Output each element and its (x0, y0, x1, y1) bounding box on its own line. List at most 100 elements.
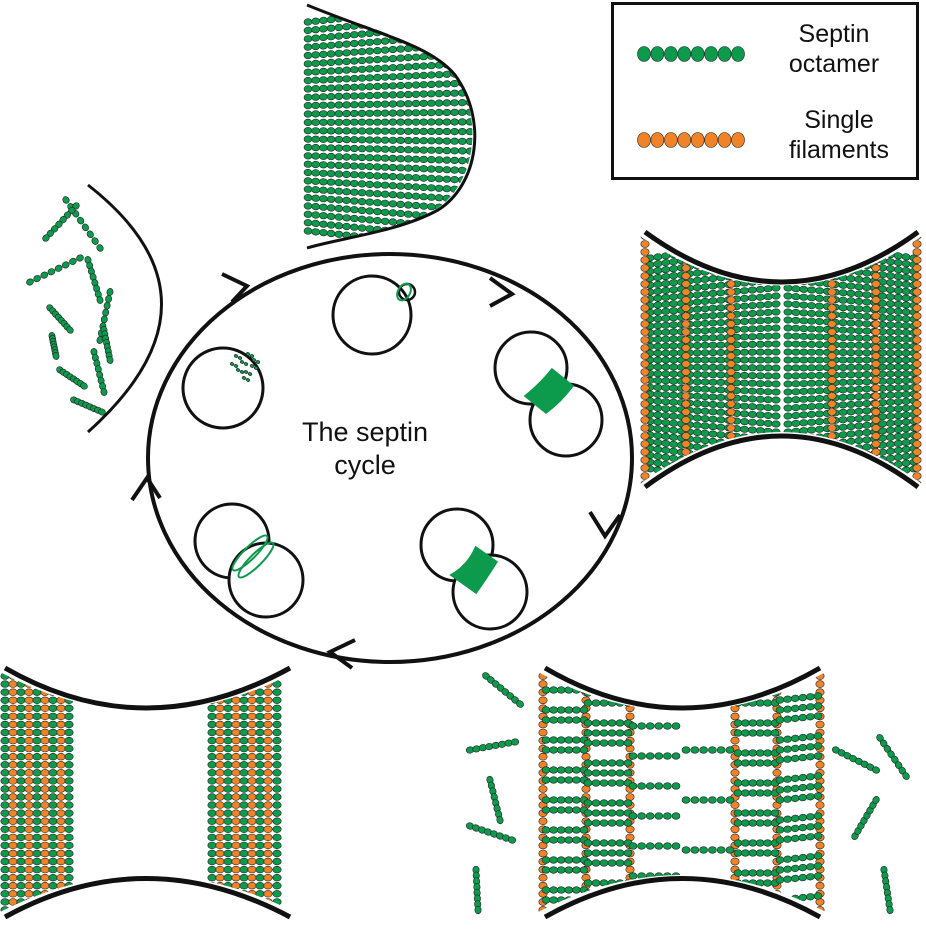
septin-subunit (623, 689, 633, 697)
septin-subunit (741, 749, 750, 757)
septin-subunit (669, 286, 679, 294)
septin-subunit (100, 388, 108, 396)
septin-subunit (827, 392, 837, 400)
septin-subunit (8, 688, 18, 696)
septin-subunit (380, 181, 390, 189)
septin-subunit (342, 188, 351, 196)
septin-subunit (64, 809, 74, 817)
septin-octamer (272, 672, 282, 912)
septin-subunit (640, 448, 650, 456)
septin-subunit (822, 257, 832, 265)
septin-subunit (56, 704, 66, 712)
septin-subunit (885, 419, 895, 427)
septin-subunit (893, 356, 903, 364)
septin-subunit (623, 729, 633, 737)
septin-subunit (684, 471, 694, 479)
septin-subunit (64, 672, 74, 680)
septin-subunit (40, 696, 50, 704)
septin-subunit (838, 408, 848, 416)
septin-subunit (871, 464, 881, 472)
septin-subunit (388, 73, 398, 81)
single-filament-swatch (637, 132, 745, 148)
septin-subunit (48, 841, 58, 850)
septin-subunit (342, 205, 351, 213)
septin-octamer (645, 236, 781, 262)
septin-subunit (599, 899, 609, 907)
septin-subunit (681, 408, 691, 416)
septin-subunit (8, 744, 18, 753)
septin-subunit (827, 256, 837, 264)
septin-subunit (912, 312, 922, 320)
septin-subunit (223, 769, 233, 777)
septin-octamer (775, 702, 823, 714)
septin-subunit (223, 728, 233, 737)
septin-subunit (419, 193, 428, 201)
septin-subunit (40, 753, 50, 761)
septin-subunit (661, 419, 671, 427)
septin-subunit (708, 896, 717, 904)
septin-subunit (380, 55, 390, 63)
septin-subunit (442, 23, 452, 31)
septin-subunit (641, 489, 649, 496)
septin-subunit (807, 364, 817, 372)
septin-subunit (862, 443, 872, 451)
septin-subunit (747, 387, 757, 395)
septin-subunit (846, 474, 856, 482)
septin-subunit (862, 334, 872, 342)
septin-subunit (724, 477, 734, 484)
septin-subunit (716, 401, 726, 409)
septin-subunit (755, 317, 765, 325)
septin-subunit (76, 254, 84, 262)
septin-subunit (806, 743, 815, 751)
septin-subunit (716, 296, 726, 304)
septin-subunit (716, 363, 726, 372)
septin-subunit (708, 378, 718, 386)
septin-subunit (465, 196, 473, 204)
septin-subunit (747, 325, 757, 333)
septin-subunit (661, 286, 671, 295)
septin-subunit (661, 314, 671, 322)
septin-subunit (771, 452, 781, 460)
septin-subunit (799, 403, 809, 411)
septin-subunit (771, 444, 781, 452)
septin-octamer (783, 236, 919, 262)
septin-subunit (40, 874, 50, 882)
septin-subunit (247, 712, 257, 721)
septin-subunit (838, 348, 848, 357)
septin-subunit (342, 66, 351, 74)
single-filament (24, 672, 34, 912)
septin-subunit (442, 99, 452, 107)
septin-subunit (419, 230, 428, 238)
septin-subunit (716, 251, 726, 259)
septin-subunit (700, 415, 710, 423)
septin-subunit (827, 376, 837, 384)
septin-subunit (48, 769, 58, 777)
septin-subunit (411, 34, 421, 43)
septin-subunit (442, 242, 452, 250)
septin-subunit (263, 785, 273, 793)
septin-subunit (16, 680, 26, 688)
septin-subunit (827, 456, 837, 464)
septin-subunit (0, 777, 10, 785)
septin-subunit (690, 746, 700, 754)
septin-subunit (799, 387, 809, 395)
septin-subunit (783, 452, 793, 460)
septin-subunit (791, 372, 801, 380)
septin-subunit (373, 38, 382, 46)
septin-subunit (708, 245, 718, 253)
septin-subunit (846, 319, 856, 327)
septin-subunit (699, 846, 708, 854)
septin-subunit (40, 728, 50, 737)
septin-subunit (775, 786, 785, 794)
septin-subunit (411, 229, 421, 237)
septin-octamer (541, 796, 589, 804)
septin-subunit (427, 127, 436, 136)
septin-subunit (783, 815, 792, 823)
septin-subunit (583, 729, 593, 737)
septin-subunit (770, 809, 780, 817)
septin-subunit (33, 275, 41, 283)
septin-subunit (263, 890, 273, 898)
septin-subunit (730, 688, 740, 697)
septin-subunit (465, 11, 473, 19)
septin-subunit (8, 704, 18, 712)
